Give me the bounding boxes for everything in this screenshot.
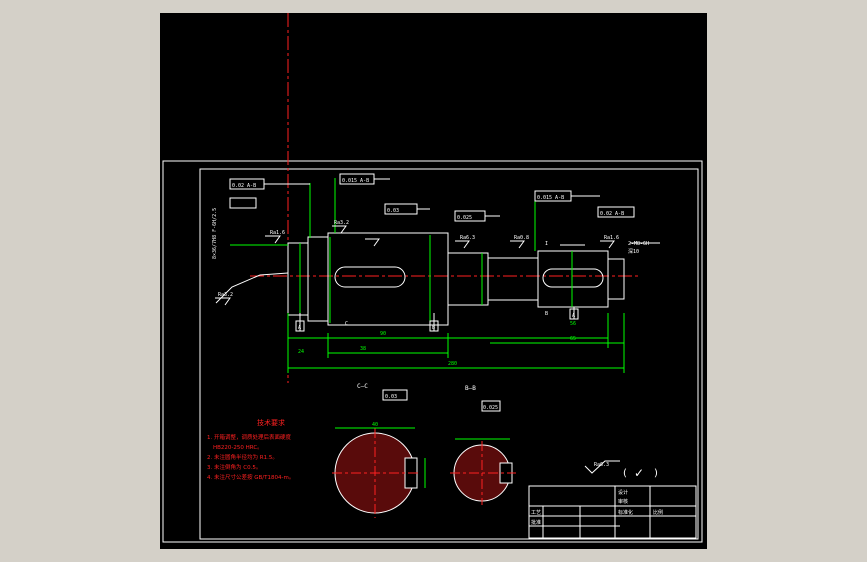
ra-label-f: Ra3.2 (218, 292, 233, 298)
roughness-note: Ra6.3 ( ✓ ) (584, 460, 658, 480)
ra-label-e: Ra1.6 (604, 235, 619, 241)
title-cell-e: 标准化 (618, 509, 633, 516)
dimension-lines (230, 178, 625, 373)
inner-frame (199, 168, 699, 540)
section-b-frame-text: 0.025 (483, 405, 498, 411)
section-c-label: C—C (357, 383, 368, 390)
tech-req-item-4: 3. 未注倒角为 C0.5。 (207, 463, 261, 471)
tol-frame-text-a: 0.02 A-B (232, 183, 256, 189)
tech-req-title: 技术要求 (257, 418, 285, 427)
tol-frame-text-b: 0.015 A-B (342, 178, 369, 184)
thread-annotation: 2-M8-6H (628, 241, 649, 247)
section-c (332, 427, 426, 518)
section-mark-b: B (545, 311, 548, 317)
datum-a: A (298, 325, 301, 331)
ra-label-d: Ra0.8 (514, 235, 529, 241)
ra-label-c: Ra6.3 (460, 235, 475, 241)
roughness-paren-close: ) (654, 468, 658, 479)
title-cell-d: 批准 (531, 519, 541, 526)
leader-lines (215, 178, 660, 331)
spline-annotation: 8×36/7H8 F-6H/2.5 (212, 208, 218, 259)
title-cell-f: 比例 (653, 509, 663, 516)
dim-d: 56 (570, 321, 576, 327)
ra-label-b: Ra3.2 (334, 220, 349, 226)
tech-req-item-2: HB220-250 HRC。 (213, 445, 263, 451)
section-b (450, 438, 516, 505)
tol-frame-text-d: 0.025 (457, 215, 472, 221)
tech-req-item-3: 2. 未注圆角半径均为 R1.5。 (207, 453, 278, 461)
dim-f: 40 (372, 422, 378, 428)
roughness-value: Ra6.3 (594, 462, 609, 468)
section-c-frame-text: 0.03 (385, 394, 397, 400)
dim-total: 280 (448, 361, 457, 367)
section-mark-i: I (545, 241, 548, 247)
outer-frame (162, 160, 703, 543)
title-cell-a: 设计 (618, 489, 628, 496)
title-cell-b: 审核 (618, 498, 628, 505)
ra-label-a: Ra1.6 (270, 230, 285, 236)
section-mark-c: C (345, 321, 348, 327)
section-b-label: B—B (465, 385, 476, 392)
dim-e: 24 (298, 349, 304, 355)
shaft-outline (215, 232, 625, 326)
roughness-check: ✓ (634, 466, 644, 480)
dim-c: 65 (570, 336, 576, 342)
dim-a: 38 (360, 346, 366, 352)
title-cell-c: 工艺 (531, 510, 541, 516)
tech-req-item-5: 4. 未注尺寸公差按 GB/T1804-m。 (207, 473, 294, 481)
tol-frame-text-c: 0.03 (387, 208, 399, 214)
tol-frame-text-e: 0.015 A-B (537, 195, 564, 201)
roughness-paren-open: ( (623, 468, 627, 479)
datum-b: B (432, 325, 435, 331)
cad-canvas[interactable]: 8×36/7H8 F-6H/2.5 2-M8-6H 深10 0.02 A-B 0… (160, 13, 707, 549)
tech-req-item-1: 1. 开箱调整，调质处理后表面硬度 (207, 433, 291, 441)
title-block (528, 485, 697, 539)
datum-c: A (572, 313, 575, 319)
engineering-drawing: 8×36/7H8 F-6H/2.5 2-M8-6H 深10 0.02 A-B 0… (162, 13, 703, 543)
tolerance-frames (229, 173, 635, 412)
tol-frame-text-f: 0.02 A-B (600, 211, 624, 217)
dim-b: 90 (380, 331, 386, 337)
depth-annotation: 深10 (628, 248, 639, 255)
